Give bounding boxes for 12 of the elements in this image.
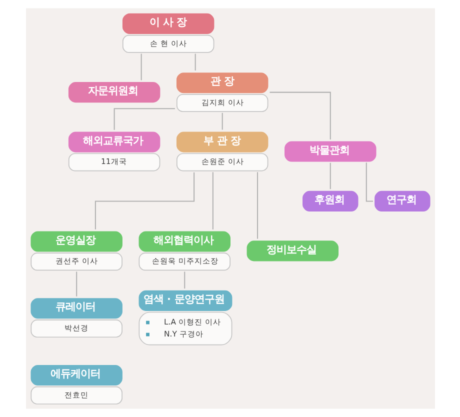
connector (140, 54, 142, 80)
connector (256, 172, 258, 239)
connector (76, 272, 77, 296)
connector (269, 92, 330, 140)
connector (221, 112, 222, 130)
connector (194, 54, 196, 71)
connector (184, 272, 185, 289)
connector (113, 108, 174, 130)
connector (365, 162, 372, 202)
connector (94, 172, 194, 230)
connector (212, 172, 213, 230)
connector (329, 162, 330, 190)
